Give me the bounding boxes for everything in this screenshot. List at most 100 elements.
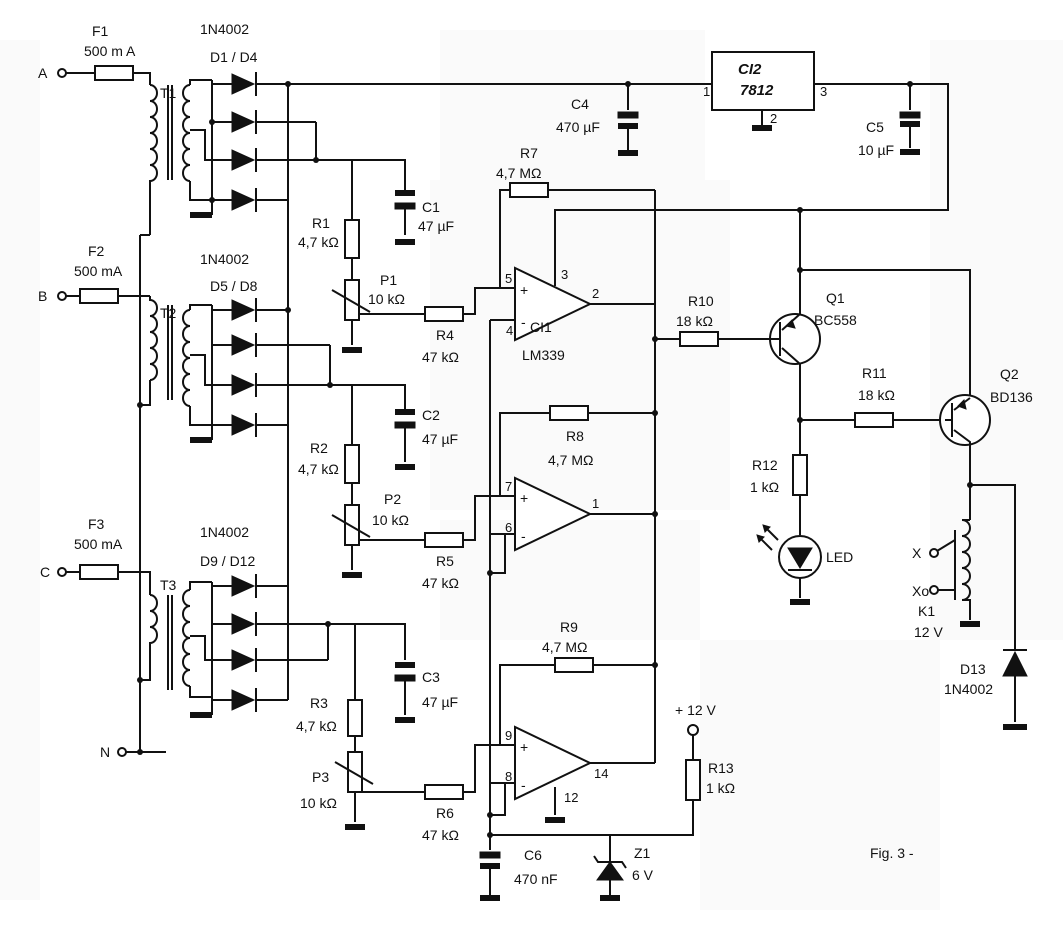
diode-bridge-3-ref: D9 / D12 [200,553,255,569]
u2-plus-sign: + [520,490,528,506]
fuse-f3-value: 500 mA [74,536,123,552]
u3-pin-gnd: 12 [564,790,578,805]
capacitor-c6-value: 470 nF [514,871,558,887]
resistor-r4-value: 47 kΩ [422,349,459,365]
diode-bridge-1: 1N4002 D1 / D4 [200,21,319,215]
resistor-r8: R8 4,7 MΩ [499,405,655,496]
resistor-r4-ref: R4 [436,327,454,343]
pot-p1: P1 10 kΩ [331,272,425,353]
output-bus [652,190,658,763]
diode-bridge-2-type: 1N4002 [200,251,249,267]
resistor-r6-value: 47 kΩ [422,827,459,843]
resistor-r10-value: 18 kΩ [676,313,713,329]
capacitor-c5: C5 10 µF [858,84,921,158]
relay-ref: K1 [918,603,935,619]
capacitor-c6-ref: C6 [524,847,542,863]
resistor-r9-ref: R9 [560,619,578,635]
transistor-q1-ref: Q1 [826,290,845,306]
u1-pin-out: 2 [592,286,599,301]
u2-pin-plus: 7 [505,479,512,494]
comparator-u3: + - 9 8 14 12 [490,725,655,823]
pot-p3: P3 10 kΩ [300,751,425,830]
comparator-part: LM339 [522,347,565,363]
regulator-pin3: 3 [820,84,827,99]
resistor-r6: R6 47 kΩ [422,744,505,843]
capacitor-c3-value: 47 µF [422,694,458,710]
fuse-f1: F1 500 m A [84,23,151,85]
regulator-pin1: 1 [703,84,710,99]
resistor-r12-value: 1 kΩ [750,479,779,495]
resistor-r5-value: 47 kΩ [422,575,459,591]
pot-p3-ref: P3 [312,769,329,785]
diode-bridge-3-type: 1N4002 [200,524,249,540]
resistor-r8-value: 4,7 MΩ [548,452,593,468]
resistor-r2: R2 4,7 kΩ [298,385,360,505]
resistor-r11-value: 18 kΩ [858,387,895,403]
diode-d13-ref: D13 [960,661,986,677]
fuse-f2: F2 500 mA [74,243,150,304]
resistor-r2-value: 4,7 kΩ [298,461,339,477]
resistor-r12: R12 1 kΩ [750,420,808,535]
u3-minus-sign: - [521,777,526,793]
fuse-f3-ref: F3 [88,516,105,532]
fuse-f2-value: 500 mA [74,263,123,279]
transformer-t1: T1 [149,79,212,218]
background-text-right [930,40,1063,640]
resistor-r3-value: 4,7 kΩ [296,718,337,734]
capacitor-c5-ref: C5 [866,119,884,135]
relay-xo-label: Xo [912,583,929,599]
resistor-r13: + 12 V R13 1 kΩ [675,702,735,801]
fuse-f1-value: 500 m A [84,43,136,59]
capacitor-c4-ref: C4 [571,96,589,112]
resistor-r7: R7 4,7 MΩ [496,145,655,288]
capacitor-c6: C6 470 nF [479,835,558,901]
figure-caption: Fig. 3 - [870,845,914,861]
u3-pin-plus: 9 [505,728,512,743]
resistor-r1-value: 4,7 kΩ [298,234,339,250]
fuse-f3: F3 500 mA [74,516,151,595]
resistor-r11: R11 18 kΩ [800,365,945,428]
transistor-q2: Q2 BD136 [939,366,1033,650]
resistor-r11-ref: R11 [862,365,887,381]
transformer-t3-label: T3 [160,577,177,593]
input-a: A [38,65,95,81]
input-n-label: N [100,744,110,760]
u1-pin-minus: 4 [506,323,513,338]
capacitor-c4: C4 470 µF [556,84,639,156]
capacitor-c1-value: 47 µF [418,218,454,234]
neutral-bus [137,180,151,755]
diode-bridge-2: 1N4002 D5 / D8 [200,251,333,440]
diode-d13: D13 1N4002 [944,649,1028,730]
resistor-r1-ref: R1 [312,215,330,231]
capacitor-c3-ref: C3 [422,669,440,685]
resistor-r5-ref: R5 [436,553,454,569]
diode-bridge-2-ref: D5 / D8 [210,278,258,294]
transformer-t3: T3 [149,577,212,718]
u1-minus-sign: - [521,314,526,330]
pot-p2: P2 10 kΩ [331,491,425,578]
capacitor-c1-ref: C1 [422,199,440,215]
led: LED [756,524,853,605]
resistor-r4: R4 47 kΩ [422,287,505,365]
comparator-u1: + - 5 4 2 3 CI1 LM339 [490,209,800,363]
diode-bridge-1-ref: D1 / D4 [210,49,258,65]
resistor-r13-ref: R13 [708,760,734,776]
u3-pin-out: 14 [594,766,608,781]
u2-pin-minus: 6 [505,520,512,535]
u2-pin-out: 1 [592,496,599,511]
input-a-label: A [38,65,48,81]
u3-pin-minus: 8 [505,769,512,784]
resistor-r12-ref: R12 [752,457,778,473]
led-label: LED [826,549,853,565]
pot-p1-value: 10 kΩ [368,291,405,307]
fuse-f1-ref: F1 [92,23,109,39]
diode-bridge-3: 1N4002 D9 / D12 [200,524,331,715]
relay-k1: X Xo K1 12 V [912,485,980,640]
pot-p2-ref: P2 [384,491,401,507]
regulator-pin2: 2 [770,111,777,126]
regulator-ci2: CI2 7812 1 2 3 [703,51,949,211]
resistor-r10-ref: R10 [688,293,714,309]
capacitor-c2-value: 47 µF [422,431,458,447]
u1-plus-sign: + [520,282,528,298]
u3-plus-sign: + [520,739,528,755]
